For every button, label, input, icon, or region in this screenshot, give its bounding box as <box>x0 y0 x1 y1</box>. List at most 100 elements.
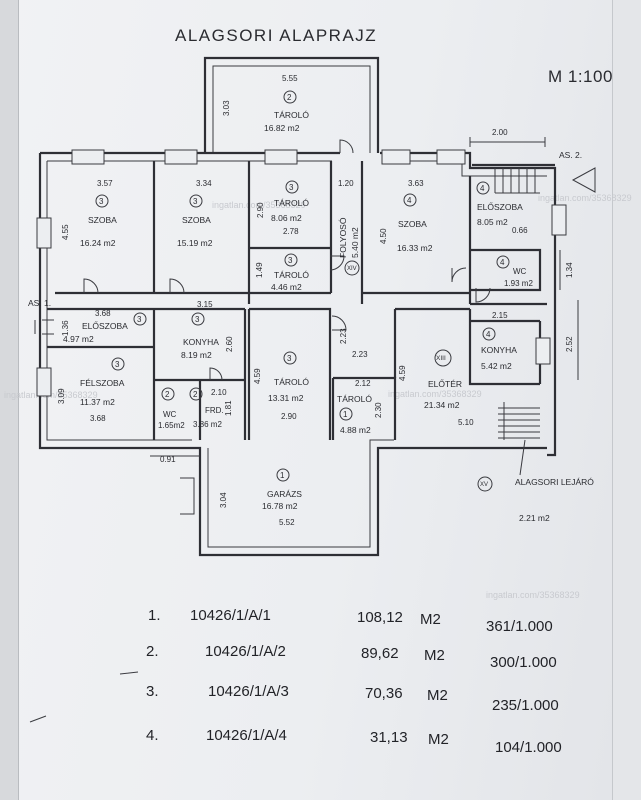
svg-text:ELŐTÉR: ELŐTÉR <box>428 379 462 389</box>
room-eloszoba-left: 3 ELŐSZOBA 4.97 m2 3.68 1.36 <box>61 309 147 344</box>
svg-text:TÁROLÓ: TÁROLÓ <box>274 110 309 120</box>
room-hall: XIII ELŐTÉR 21.34 m2 5.10 4.59 <box>398 349 474 427</box>
svg-text:13.31 m2: 13.31 m2 <box>268 393 304 403</box>
svg-text:FOLYOSÓ: FOLYOSÓ <box>338 217 348 258</box>
svg-text:1.81: 1.81 <box>224 400 233 416</box>
svg-text:2.52: 2.52 <box>565 336 574 352</box>
svg-text:XV: XV <box>480 482 488 488</box>
svg-text:M2: M2 <box>428 731 449 748</box>
svg-text:16.33 m2: 16.33 m2 <box>397 243 433 253</box>
room-storage-446: 3 TÁROLÓ 4.46 m2 1.49 <box>255 253 309 292</box>
svg-text:TÁROLÓ: TÁROLÓ <box>274 377 309 387</box>
room-storage-top: 2 TÁROLÓ 16.82 m2 5.55 3.03 <box>222 74 309 133</box>
svg-text:3.15: 3.15 <box>197 300 213 309</box>
svg-text:FRD.: FRD. <box>205 406 224 415</box>
dim-label: 2.23 <box>339 328 348 344</box>
svg-text:104/1.000: 104/1.000 <box>495 739 562 756</box>
svg-text:2.12: 2.12 <box>355 379 371 388</box>
table-row: 2. 10426/1/A/2 89,62 M2 300/1.000 <box>146 643 557 671</box>
svg-text:2: 2 <box>165 390 170 399</box>
svg-text:3.86 m2: 3.86 m2 <box>193 420 222 429</box>
svg-text:3: 3 <box>137 315 142 324</box>
svg-text:M2: M2 <box>424 647 445 664</box>
room-wc-right: 4 WC 1.93 m2 1.34 <box>496 255 574 288</box>
svg-text:2.78: 2.78 <box>283 227 299 236</box>
svg-text:4.97 m2: 4.97 m2 <box>63 334 94 344</box>
dim-label: 2.00 <box>492 128 508 137</box>
svg-text:WC: WC <box>163 410 177 419</box>
pen-mark <box>29 671 139 723</box>
svg-text:SZOBA: SZOBA <box>88 215 117 225</box>
svg-text:11.37 m2: 11.37 m2 <box>80 397 115 407</box>
room-storage-806: 3 TÁROLÓ 8.06 m2 2.78 2.90 <box>256 180 309 236</box>
svg-text:4: 4 <box>480 184 485 193</box>
svg-text:TÁROLÓ: TÁROLÓ <box>337 394 372 404</box>
ownership-table: 1. 10426/1/A/1 108,12 M2 361/1.000 2. 10… <box>146 607 562 756</box>
watermark: ingatlan.com/35368329 <box>388 389 482 399</box>
watermark: ingatlan.com/35368329 <box>538 193 632 203</box>
svg-text:4.55: 4.55 <box>61 224 70 240</box>
svg-text:8.06 m2: 8.06 m2 <box>271 213 302 223</box>
svg-text:235/1.000: 235/1.000 <box>492 697 559 714</box>
svg-text:3.63: 3.63 <box>408 179 424 188</box>
svg-text:3.68: 3.68 <box>90 414 106 423</box>
svg-text:3.: 3. <box>146 683 159 700</box>
svg-text:5.42 m2: 5.42 m2 <box>481 361 512 371</box>
svg-text:1.93 m2: 1.93 m2 <box>504 279 533 288</box>
table-row: 4. 10426/1/A/4 31,13 M2 104/1.000 <box>146 727 562 756</box>
basement-stairway: XV ALAGSORI LEJÁRÓ 2.21 m2 <box>477 439 594 523</box>
svg-text:3.34: 3.34 <box>196 179 212 188</box>
svg-text:2.: 2. <box>146 643 159 660</box>
svg-text:1: 1 <box>280 471 285 480</box>
svg-text:ALAGSORI LEJÁRÓ: ALAGSORI LEJÁRÓ <box>515 477 594 487</box>
room-szoba-1: 3 SZOBA 16.24 m2 3.57 4.55 <box>61 179 117 248</box>
svg-text:3.04: 3.04 <box>219 492 228 508</box>
svg-text:10426/1/A/1: 10426/1/A/1 <box>190 607 271 624</box>
svg-text:16.82 m2: 16.82 m2 <box>264 123 300 133</box>
room-wc-left: 2 WC 1.65m2 <box>158 387 185 430</box>
dim-label: 0.91 <box>160 455 176 464</box>
svg-text:1: 1 <box>343 410 348 419</box>
room-szoba-4: 4 SZOBA 16.33 m2 3.63 4.50 <box>379 179 433 253</box>
svg-text:4.46 m2: 4.46 m2 <box>271 282 302 292</box>
svg-text:XIV: XIV <box>347 266 357 272</box>
svg-text:2: 2 <box>287 93 292 102</box>
svg-text:2: 2 <box>193 390 198 399</box>
table-row: 3. 10426/1/A/3 70,36 M2 235/1.000 <box>146 683 559 714</box>
svg-text:XIII: XIII <box>436 355 446 362</box>
svg-text:1.: 1. <box>148 607 161 624</box>
svg-text:ELŐSZOBA: ELŐSZOBA <box>477 202 523 212</box>
svg-text:ELŐSZOBA: ELŐSZOBA <box>82 321 128 331</box>
svg-text:KONYHA: KONYHA <box>183 337 219 347</box>
svg-text:70,36: 70,36 <box>365 685 403 702</box>
svg-text:4: 4 <box>407 196 412 205</box>
plan-title: ALAGSORI ALAPRAJZ <box>175 26 377 45</box>
svg-text:5.40 m2: 5.40 m2 <box>350 227 360 258</box>
svg-text:3: 3 <box>288 256 293 265</box>
svg-text:3: 3 <box>289 183 294 192</box>
svg-text:5.55: 5.55 <box>282 74 298 83</box>
svg-text:3: 3 <box>287 354 292 363</box>
room-bathroom: 2 FRD. 3.86 m2 2.10 1.81 <box>189 387 233 429</box>
svg-text:3: 3 <box>193 197 198 206</box>
svg-text:M2: M2 <box>420 611 441 628</box>
svg-text:2.90: 2.90 <box>256 202 265 218</box>
svg-text:WC: WC <box>513 267 527 276</box>
svg-text:10426/1/A/3: 10426/1/A/3 <box>208 683 289 700</box>
svg-text:1.34: 1.34 <box>565 262 574 278</box>
svg-text:3: 3 <box>99 197 104 206</box>
table-row: 1. 10426/1/A/1 108,12 M2 361/1.000 <box>148 607 553 635</box>
svg-text:108,12: 108,12 <box>357 609 403 626</box>
svg-text:8.19 m2: 8.19 m2 <box>181 350 212 360</box>
right-page-edge <box>612 0 641 800</box>
room-eloszoba-right: 4 ELŐSZOBA 8.05 m2 0.66 <box>476 181 528 235</box>
svg-text:1.20: 1.20 <box>338 179 354 188</box>
svg-text:4.50: 4.50 <box>379 228 388 244</box>
svg-text:1.36: 1.36 <box>61 320 70 336</box>
svg-text:5.10: 5.10 <box>458 418 474 427</box>
svg-text:SZOBA: SZOBA <box>398 219 427 229</box>
svg-text:GARÁZS: GARÁZS <box>267 489 302 499</box>
as2-marker-icon <box>571 167 596 193</box>
